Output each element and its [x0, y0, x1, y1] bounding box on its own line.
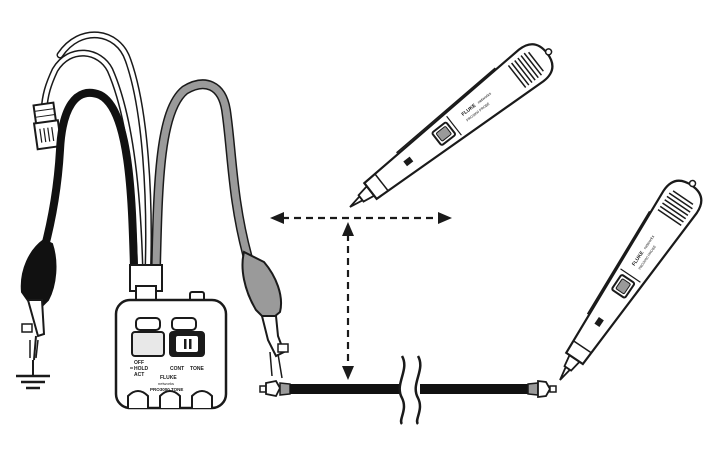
arrowhead-left-icon — [270, 212, 284, 224]
ground-symbol-icon — [16, 360, 50, 390]
generator-sub-brand: networks — [158, 381, 174, 386]
tone-probe-lower: FLUKE networks PRO3000 PROBE — [559, 179, 703, 381]
switch-label-act: ACT — [134, 372, 144, 378]
tone-generator: OFF HOLD ACT CONT TONE FLUKE networks PR… — [114, 264, 228, 410]
rj45-cable — [40, 31, 152, 272]
probe-lower-grip — [657, 190, 694, 226]
generator-model: PRO3000 TONE — [150, 387, 183, 392]
signal-direction-arrows — [270, 212, 452, 380]
switch-label-hold: HOLD — [134, 366, 149, 372]
rj45-connector-icon — [32, 101, 63, 151]
arrowhead-up-icon — [342, 222, 354, 236]
arrowhead-down-icon — [342, 366, 354, 380]
cable-break-icon — [398, 352, 422, 425]
gray-test-lead — [151, 79, 253, 273]
black-test-lead — [40, 89, 138, 272]
arrowhead-right-icon — [438, 212, 452, 224]
black-alligator-clip-icon — [20, 238, 57, 361]
mode-label-cont: CONT — [170, 366, 184, 372]
switch-label-off: OFF — [134, 360, 144, 366]
tone-probe-upper: FLUKE networks PRO3000 PROBE — [349, 43, 554, 208]
mode-label-tone: TONE — [190, 366, 204, 372]
gray-alligator-clip-icon — [241, 250, 289, 379]
generator-right-led — [171, 317, 197, 331]
generator-power-button[interactable] — [131, 331, 165, 357]
pause-icon — [184, 339, 187, 349]
probe-upper-grip — [507, 51, 544, 88]
cable-under-test — [259, 352, 557, 425]
generator-left-led — [135, 317, 161, 331]
generator-brand: FLUKE — [160, 375, 177, 381]
